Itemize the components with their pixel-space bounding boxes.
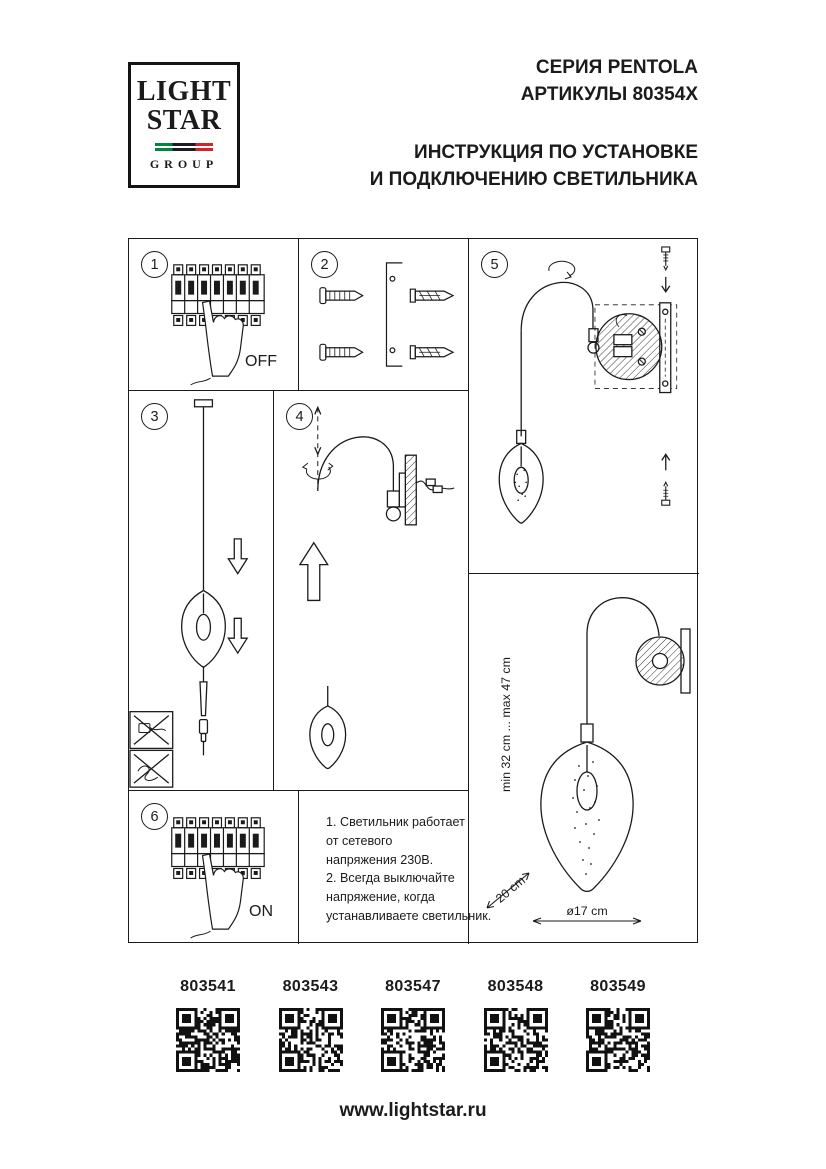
- qr-code: [176, 1008, 240, 1072]
- notes-panel: 1. Светильник работает от сетевого напря…: [299, 791, 491, 944]
- qr-item: 803541: [163, 978, 253, 1072]
- arm-installation-illustration: [298, 405, 455, 770]
- height-range-label: min 32 cm ... max 47 cm: [499, 657, 513, 792]
- series-title: СЕРИЯ PENTOLA: [535, 57, 698, 78]
- qr-item: 803548: [471, 978, 561, 1072]
- on-label: ON: [249, 903, 273, 920]
- article-number: 803549: [590, 978, 646, 995]
- italian-flag-icon: [155, 141, 213, 153]
- diagram-grid: 1 OFF 2: [128, 238, 699, 944]
- qr-code: [586, 1008, 650, 1072]
- step-1-badge: 1: [141, 251, 168, 278]
- qr-code: [278, 1008, 343, 1072]
- note-line: 2. Всегда выключайте: [326, 871, 455, 886]
- off-label: OFF: [245, 353, 277, 370]
- circuit-breakers-on-illustration: [171, 817, 265, 939]
- qr-code-row: 803541 803543 803547 803548 803549: [163, 978, 663, 1072]
- qr-item: 803543: [266, 978, 356, 1072]
- article-number: 803547: [385, 978, 441, 995]
- logo-line-group: GROUP: [149, 156, 219, 171]
- articles-title: АРТИКУЛЫ 80354X: [520, 84, 698, 105]
- screws-anchors-illustration: [319, 262, 455, 367]
- website-url: www.lightstar.ru: [339, 1100, 487, 1121]
- step-1-panel: 1 OFF: [129, 239, 299, 391]
- note-line: 1. Светильник работает: [326, 815, 465, 829]
- qr-item: 803547: [368, 978, 458, 1072]
- pendant-cord-illustration: [129, 399, 249, 788]
- wall-bracket-mounting-illustration: [498, 246, 678, 524]
- diameter-label: ø17 cm: [566, 904, 608, 918]
- logo-line-star: STAR: [146, 105, 222, 136]
- article-number: 803541: [180, 978, 236, 995]
- article-number: 803548: [487, 978, 544, 995]
- lamp-dimensions-illustration: [486, 597, 691, 925]
- qr-item: 803549: [573, 978, 663, 1072]
- header-text: СЕРИЯ PENTOLA АРТИКУЛЫ 80354X ИНСТРУКЦИЯ…: [370, 54, 698, 193]
- instruction-title-line2: И ПОДКЛЮЧЕНИЮ СВЕТИЛЬНИКА: [369, 169, 698, 190]
- note-line: устанавливаете светильник.: [326, 908, 492, 923]
- step-6-panel: 6 ON: [129, 791, 299, 944]
- circuit-breakers-off-illustration: [171, 264, 265, 386]
- step-6-badge: 6: [141, 803, 168, 830]
- step-2-badge: 2: [311, 251, 338, 278]
- step-3-panel: 3: [129, 391, 274, 791]
- instruction-title-line1: ИНСТРУКЦИЯ ПО УСТАНОВКЕ: [414, 142, 698, 163]
- logo-line-light: LIGHT: [136, 76, 232, 108]
- step-5-panel: 5: [469, 239, 699, 574]
- step-5-badge: 5: [481, 251, 508, 278]
- note-line: напряжение, когда: [326, 890, 435, 905]
- qr-code: [381, 1008, 445, 1072]
- notes-text: 1. Светильник работает от сетевого напря…: [326, 813, 491, 926]
- step-3-badge: 3: [141, 403, 168, 430]
- step-4-panel: 4: [274, 391, 469, 791]
- step-2-panel: 2: [299, 239, 469, 391]
- qr-code: [483, 1008, 548, 1072]
- step-4-badge: 4: [286, 403, 313, 430]
- note-line: напряжения 230В.: [326, 852, 434, 867]
- article-number: 803543: [282, 978, 339, 995]
- note-line: от сетевого: [326, 833, 393, 848]
- dimensions-panel: min 32 cm ... max 47 cm 20 cm ø17 cm: [469, 574, 699, 944]
- lightstar-logo: LIGHT STAR GROUP: [128, 62, 240, 188]
